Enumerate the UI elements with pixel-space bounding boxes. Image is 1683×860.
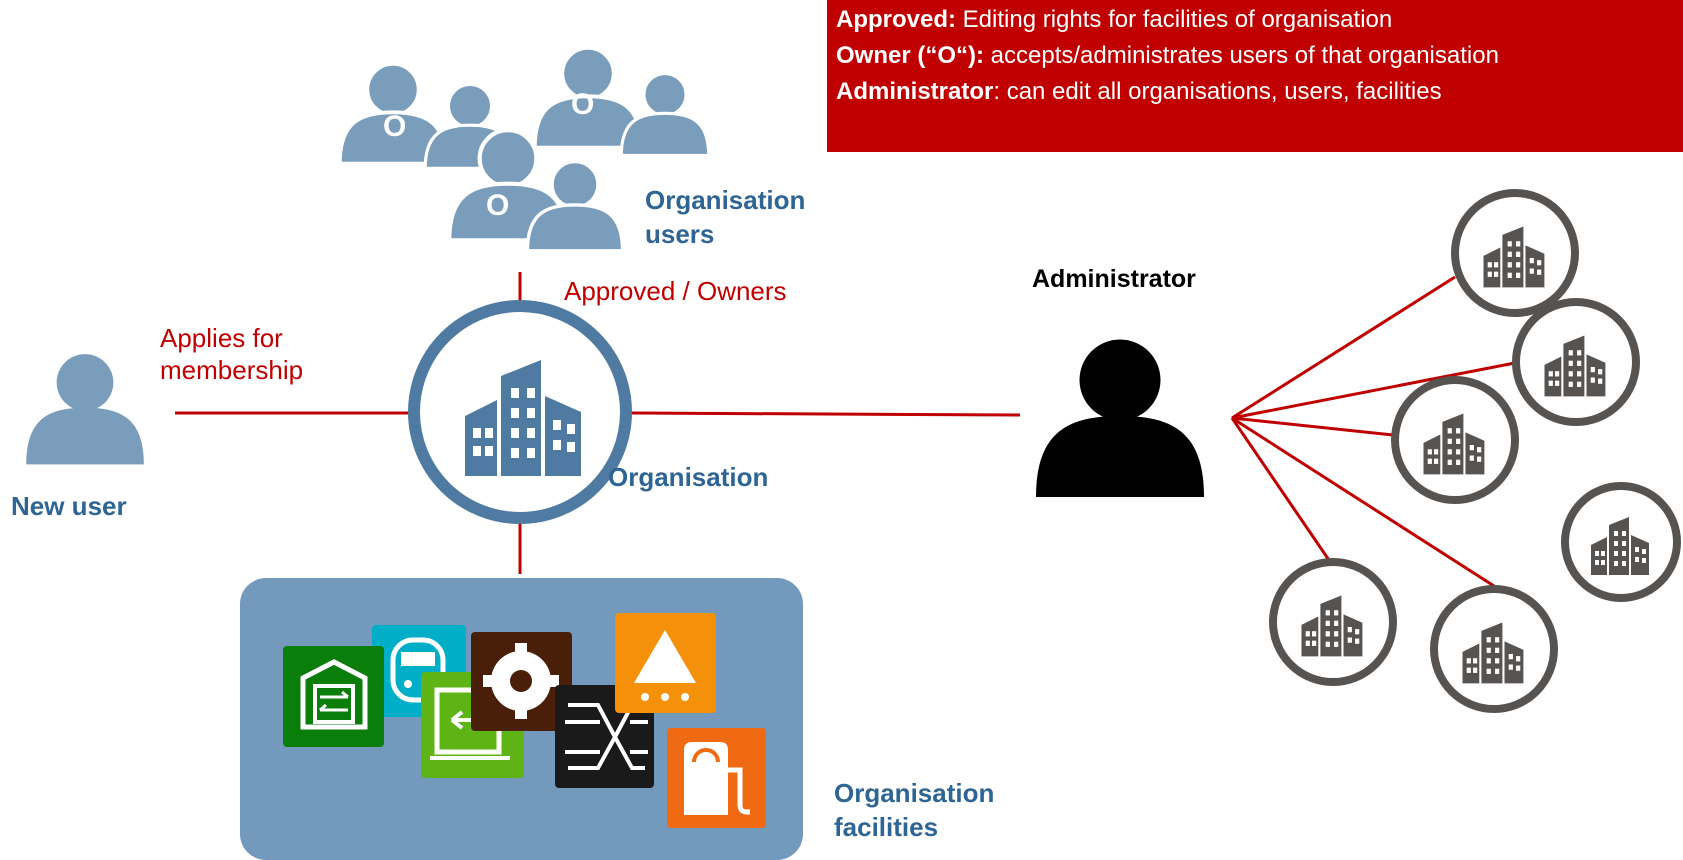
line-admin-to-org-5: [1231, 416, 1495, 588]
connection-lines: [175, 272, 1521, 588]
warehouse-icon: [283, 646, 384, 747]
admin-org-node-6: [1430, 585, 1558, 713]
legend-box: Approved: Editing rights for facilities …: [827, 0, 1683, 152]
admin-org-node-3: [1391, 376, 1519, 504]
new-user-label: New user: [11, 491, 127, 521]
administrator-label: Administrator: [1032, 265, 1196, 293]
organisation-facilities-label: Organisation facilities: [834, 776, 994, 844]
organisation-users-label-line: Organisation: [645, 185, 806, 215]
facility-icons: [283, 613, 766, 828]
owner-mark: O: [571, 88, 595, 121]
fertilizer-icon: [615, 613, 716, 713]
line-admin-to-org-2: [1231, 360, 1521, 420]
owner-mark: O: [486, 189, 510, 222]
line-admin-to-org-1: [1231, 275, 1456, 420]
owner-mark: O: [383, 110, 407, 143]
fuel-station-icon: [667, 728, 766, 828]
legend-owner: Owner (“O“): accepts/administrates users…: [836, 38, 1683, 74]
legend-approved-text: Editing rights for facilities of organis…: [956, 6, 1393, 33]
legend-administrator: Administrator: can edit all organisation…: [836, 74, 1683, 110]
new-user-person-icon: [26, 354, 144, 465]
applies-label-line: membership: [160, 355, 304, 385]
admin-org-node-1: [1451, 189, 1579, 317]
admin-org-node-5: [1269, 558, 1397, 686]
organisation-users-label-line: users: [645, 219, 715, 249]
line-org-to-admin: [626, 411, 1021, 417]
legend-approved: Approved: Editing rights for facilities …: [836, 2, 1683, 38]
legend-administrator-term: Administrator: [836, 78, 994, 105]
organisation-facilities-label-line: Organisation: [834, 778, 995, 808]
legend-owner-text: accepts/administrates users of that orga…: [984, 42, 1499, 69]
administrator-person-icon: [1036, 339, 1204, 497]
organisation-node: [408, 300, 632, 524]
gear-icon: [471, 632, 572, 731]
legend-owner-term: Owner (“O“):: [836, 42, 984, 69]
admin-org-node-4: [1561, 482, 1681, 602]
organisation-facilities-label-line: facilities: [834, 812, 939, 842]
admin-org-node-2: [1512, 298, 1640, 426]
line-admin-to-org-4: [1230, 417, 1335, 567]
line-admin-to-org-3: [1231, 416, 1394, 437]
legend-administrator-text: : can edit all organisations, users, fac…: [993, 78, 1442, 105]
applies-label-line: Applies for: [160, 323, 283, 353]
organisation-users-label: Organisation users: [645, 183, 805, 251]
approved-owners-label: Approved / Owners: [564, 276, 787, 306]
organisation-label: Organisation: [608, 462, 769, 492]
applies-for-membership-label: Applies for membership: [160, 322, 303, 386]
legend-approved-term: Approved:: [836, 6, 956, 33]
admin-organisations: [1269, 189, 1681, 713]
